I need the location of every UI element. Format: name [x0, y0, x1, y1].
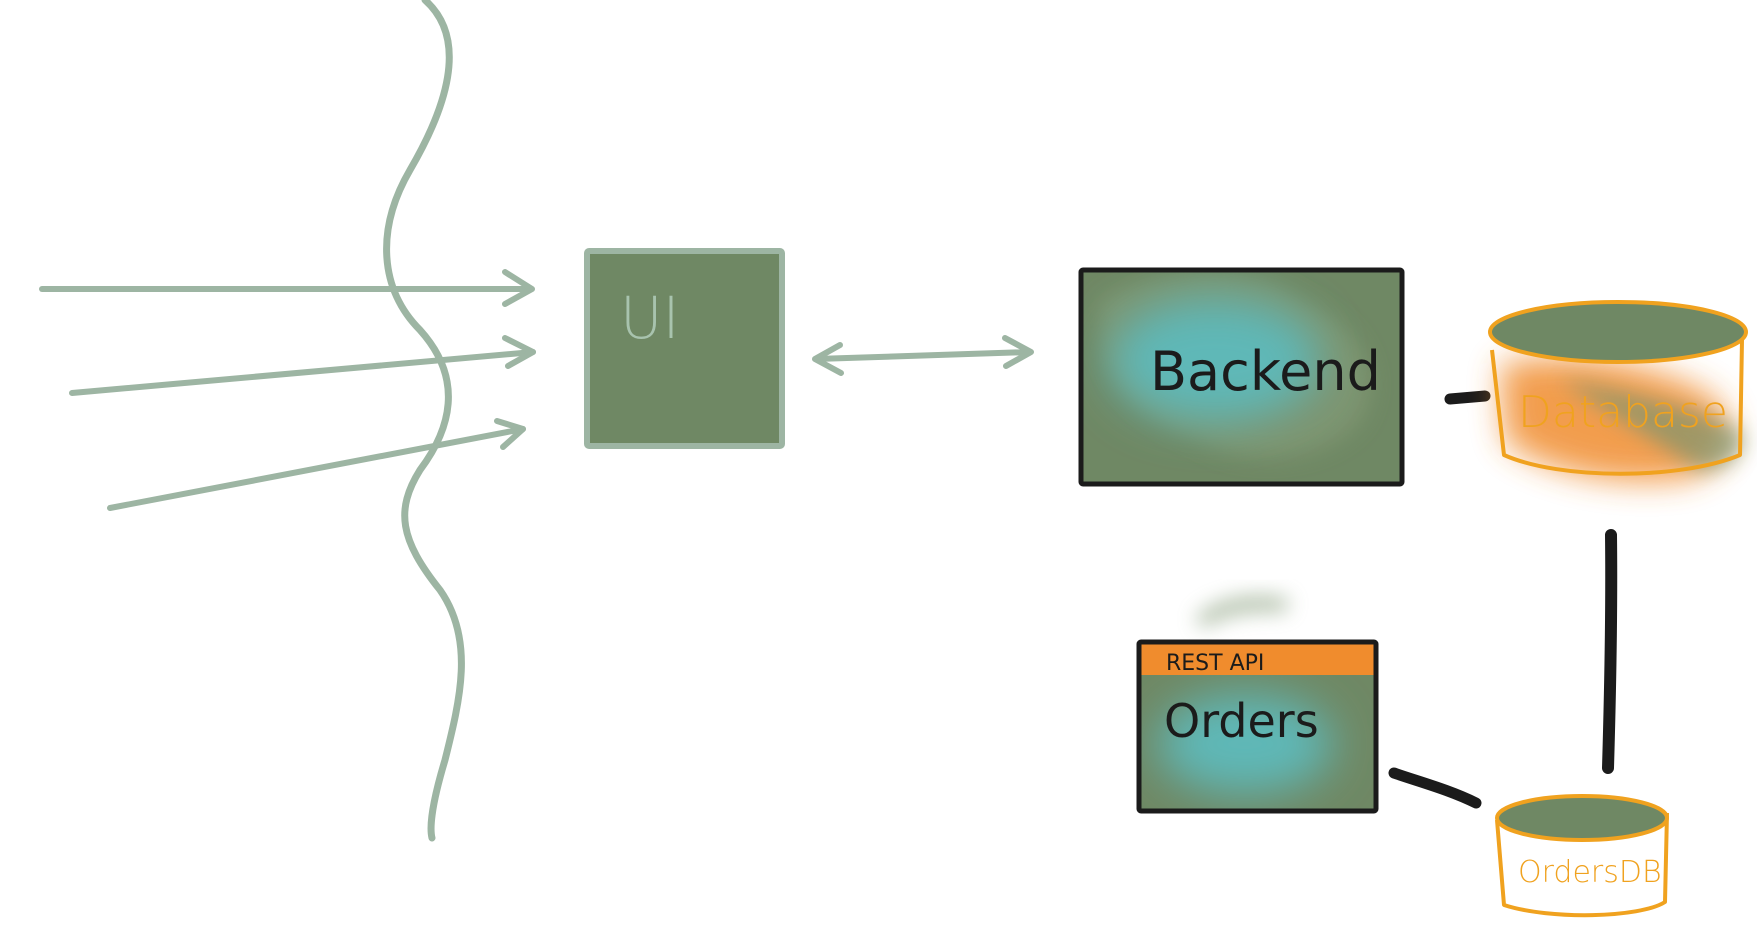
database-shadow: [1560, 380, 1743, 470]
boundary-wavy-line: [383, 0, 465, 842]
backend-label: Backend: [1150, 340, 1381, 403]
ui-node: UI: [584, 248, 785, 449]
incoming-arrow-3: [107, 418, 526, 511]
ordersdb-top: [1495, 794, 1669, 842]
orders-tag-label: REST API: [1166, 651, 1264, 676]
incoming-arrow-1: [39, 269, 535, 307]
database-ordersdb-connector: [1602, 529, 1618, 774]
incoming-arrow-2: [69, 335, 536, 396]
ui-box: [584, 248, 785, 449]
orders-node: REST API Orders: [1136, 595, 1379, 814]
backend-database-connector: [1444, 390, 1491, 405]
database-label: Database: [1518, 387, 1728, 438]
database-node: Database: [1488, 300, 1748, 482]
ordersdb-body: [1495, 812, 1669, 918]
ordersdb-node: OrdersDB: [1495, 794, 1669, 918]
database-body: [1490, 339, 1744, 476]
orders-ordersdb-connector: [1388, 767, 1482, 809]
orders-tag-band: [1139, 644, 1376, 675]
backend-glow: [1110, 298, 1320, 422]
ui-label: UI: [620, 284, 680, 352]
ui-backend-double-arrow: [812, 335, 1034, 376]
database-top: [1488, 300, 1748, 364]
orders-glow: [1157, 694, 1333, 794]
orders-label: Orders: [1164, 694, 1319, 748]
ordersdb-label: OrdersDB: [1518, 855, 1662, 890]
backend-node: Backend: [1078, 267, 1405, 487]
orders-shadow-blob: [1195, 595, 1290, 628]
